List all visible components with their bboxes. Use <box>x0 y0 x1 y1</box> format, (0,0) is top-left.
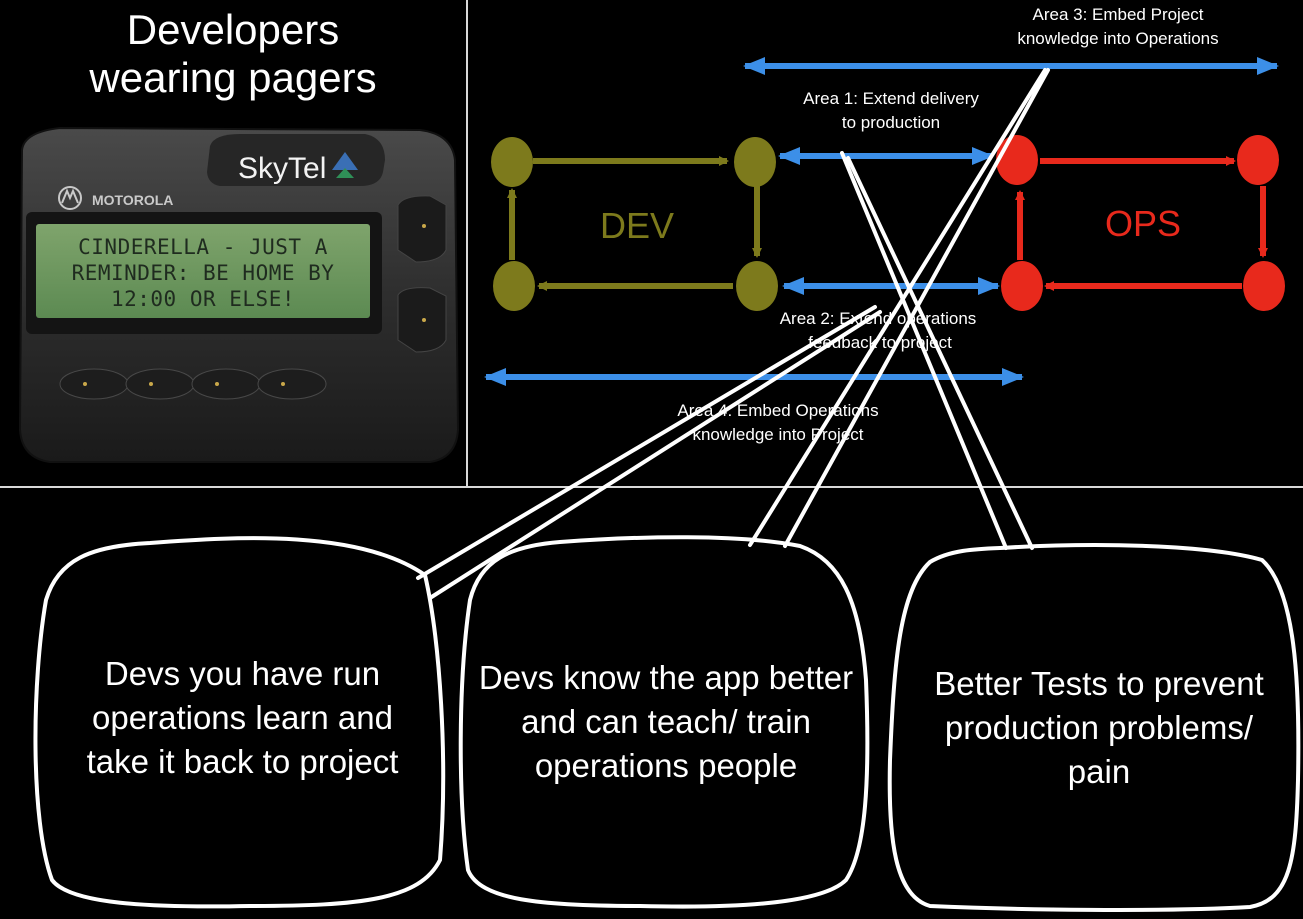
dev-label: DEV <box>600 205 674 246</box>
bubble-3-outline <box>887 543 1301 912</box>
bubble-2-outline <box>458 535 870 909</box>
dev-node-bottom-right <box>736 261 778 311</box>
bubble-1-outline <box>33 536 446 909</box>
area3-label-line1: Area 3: Embed Project <box>1032 5 1203 24</box>
pager-image: SkyTel MOTOROLA CINDERELLA - JUST A REMI… <box>18 126 460 463</box>
dev-node-top-right <box>734 137 776 187</box>
bubble-2-text: Devs know the app better and can teach/ … <box>478 659 854 784</box>
ops-loop: OPS <box>996 135 1285 311</box>
horizontal-divider <box>0 486 1303 488</box>
bubble-3-pointer <box>840 151 1034 550</box>
pager-side-buttons <box>397 195 447 353</box>
area2-label-line2: feedback to project <box>808 333 952 352</box>
area3-label-line2: knowledge into Operations <box>1017 29 1218 48</box>
pager-bottom-buttons <box>59 368 327 400</box>
pager-screen <box>36 224 370 318</box>
ops-node-bottom-left <box>1001 261 1043 311</box>
screen-line-3: 12:00 OR ELSE! <box>111 287 295 311</box>
skytel-tree-icon <box>332 152 358 178</box>
motorola-logo-icon <box>58 186 82 210</box>
ops-node-top-right <box>1237 135 1279 185</box>
dev-node-top-left <box>491 137 533 187</box>
area1-label-line1: Area 1: Extend delivery <box>803 89 979 108</box>
vertical-divider <box>466 0 468 487</box>
bubble-2-pointer <box>748 68 1050 548</box>
screen-line-2: REMINDER: BE HOME BY <box>72 261 335 285</box>
bubble-1-text: Devs you have run operations learn and t… <box>86 655 399 780</box>
bubble-1-pointer <box>416 305 882 600</box>
ops-node-bottom-right <box>1243 261 1285 311</box>
area1-label-line2: to production <box>842 113 940 132</box>
screen-line-1: CINDERELLA - JUST A <box>78 235 328 259</box>
dev-loop: DEV <box>491 137 778 311</box>
dev-node-bottom-left <box>493 261 535 311</box>
carrier-logo: SkyTel <box>238 152 326 185</box>
ops-label: OPS <box>1105 203 1181 244</box>
brand-label: MOTOROLA <box>92 192 173 208</box>
bubble-3-text: Better Tests to prevent production probl… <box>934 665 1264 790</box>
slide-title: Developers wearing pagers <box>89 6 377 101</box>
